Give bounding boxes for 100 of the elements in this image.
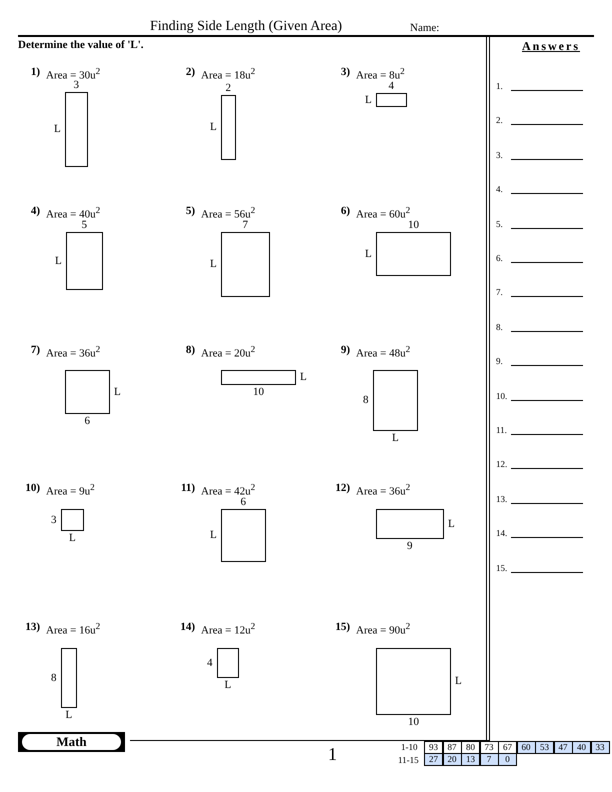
dimension-label: 9 — [407, 541, 412, 552]
dimension-label: 5 — [82, 220, 87, 231]
answer-number: 6. — [496, 254, 503, 263]
dimension-label: L — [455, 676, 462, 687]
dimension-label: 10 — [408, 220, 419, 231]
problem-number: 4) — [30, 206, 40, 217]
problem-number: 2) — [184, 67, 195, 78]
dimension-label: L — [55, 256, 62, 266]
area-statement: Area = 12u$^{2}$ — [201, 622, 256, 637]
rectangle — [65, 370, 110, 414]
problem-number: 10) — [24, 483, 40, 494]
answer-number: 8. — [496, 322, 503, 332]
rectangle — [376, 648, 451, 715]
area-statement: Area = 30u$^{2}$ — [46, 67, 100, 82]
dimension-label: 3 — [74, 80, 79, 91]
problem-number: 14) — [179, 622, 195, 633]
answers-heading: Answers — [522, 40, 580, 52]
dimension-label: L — [224, 680, 232, 691]
page-number: 1 — [328, 745, 337, 763]
problem-number: 12) — [334, 483, 350, 494]
dimension-label: L — [365, 248, 372, 260]
area-statement: Area = 36u$^{2}$ — [356, 483, 410, 498]
score-cell: 47 — [554, 741, 572, 754]
dimension-label: L — [54, 124, 61, 135]
dimension-label: L — [448, 518, 455, 530]
area-statement: Area = 56u$^{2}$ — [201, 206, 256, 221]
area-statement: Area = 16u$^{2}$ — [46, 622, 100, 637]
dimension-label: L — [210, 530, 217, 541]
answer-number: 5. — [496, 220, 503, 229]
problem-number: 9) — [340, 345, 350, 356]
instructions: Determine the value of 'L'. — [18, 40, 144, 51]
area-statement: Area = 90u$^{2}$ — [356, 622, 410, 637]
dimension-label: 7 — [242, 220, 248, 231]
dimension-label: 3 — [51, 514, 56, 526]
worksheet-title: Finding Side Length (Given Area) — [150, 20, 342, 34]
row-label: 1-10 — [401, 743, 418, 752]
answer-number: 12. — [496, 460, 508, 470]
dimension-label: L — [66, 710, 72, 721]
answer-number: 9. — [496, 357, 503, 366]
score-cell: 0 — [498, 753, 517, 766]
rectangle — [376, 93, 407, 107]
score-cell: 27 — [424, 753, 443, 766]
answer-number: 14. — [496, 529, 508, 538]
rectangle — [66, 232, 103, 290]
subject-badge: Math — [18, 732, 125, 752]
answer-number: 7. — [496, 288, 503, 298]
dimension-label: 6 — [84, 416, 90, 427]
problem-number: 7) — [30, 345, 40, 356]
rectangle — [221, 370, 296, 385]
answer-number: 15. — [496, 564, 508, 573]
score-cell: 60 — [516, 741, 536, 754]
dimension-label: L — [114, 386, 121, 398]
score-cell: 20 — [442, 753, 462, 766]
dimension-label: 10 — [408, 717, 419, 728]
problem-number: 8) — [184, 345, 195, 356]
score-cell: 67 — [498, 741, 517, 754]
problem-number: 15) — [334, 622, 350, 633]
problem-number: 13) — [24, 622, 40, 633]
answer-number: 10. — [496, 392, 508, 401]
dimension-label: L — [365, 94, 372, 106]
answer-number: 4. — [496, 185, 503, 194]
dimension-label: 4 — [207, 658, 212, 668]
rectangle — [221, 95, 236, 160]
problem-number: 11) — [180, 483, 195, 494]
area-statement: Area = 40u$^{2}$ — [46, 206, 100, 221]
rectangle — [373, 370, 418, 431]
problem-number: 1) — [30, 67, 40, 78]
score-cell: 80 — [461, 741, 480, 754]
area-statement: Area = 36u$^{2}$ — [46, 345, 100, 360]
score-cell: 7 — [480, 753, 498, 766]
dimension-label: L — [392, 433, 399, 444]
problem-number: 6) — [340, 206, 350, 217]
answer-number: 13. — [496, 494, 508, 504]
area-statement: Area = 9u$^{2}$ — [46, 483, 95, 498]
rectangle — [376, 232, 451, 276]
answer-number: 3. — [496, 150, 503, 160]
rectangle — [61, 648, 77, 708]
dimension-label: 4 — [388, 81, 394, 92]
answer-number: 1. — [496, 82, 503, 91]
rectangle — [376, 509, 444, 539]
area-statement: Area = 42u$^{2}$ — [201, 483, 256, 498]
area-statement: Area = 60u$^{2}$ — [356, 206, 410, 221]
rectangle — [61, 509, 84, 531]
rectangle — [221, 232, 270, 297]
name-label: Name: — [410, 23, 440, 34]
rectangle — [221, 509, 266, 562]
problem-number: 3) — [340, 67, 350, 78]
score-cell: 93 — [424, 741, 443, 754]
score-cell: 40 — [572, 741, 591, 754]
area-statement: Area = 8u$^{2}$ — [356, 67, 405, 82]
dimension-label: L — [69, 533, 76, 544]
row-label: 11-15 — [398, 756, 419, 765]
area-statement: Area = 18u$^{2}$ — [201, 67, 256, 82]
dimension-label: L — [210, 259, 217, 270]
dimension-label: L — [300, 372, 307, 383]
dimension-label: 10 — [253, 387, 264, 398]
rectangle — [65, 92, 88, 167]
area-statement: Area = 20u$^{2}$ — [201, 345, 256, 360]
dimension-label: 6 — [240, 497, 246, 508]
score-cell: 33 — [590, 741, 610, 754]
